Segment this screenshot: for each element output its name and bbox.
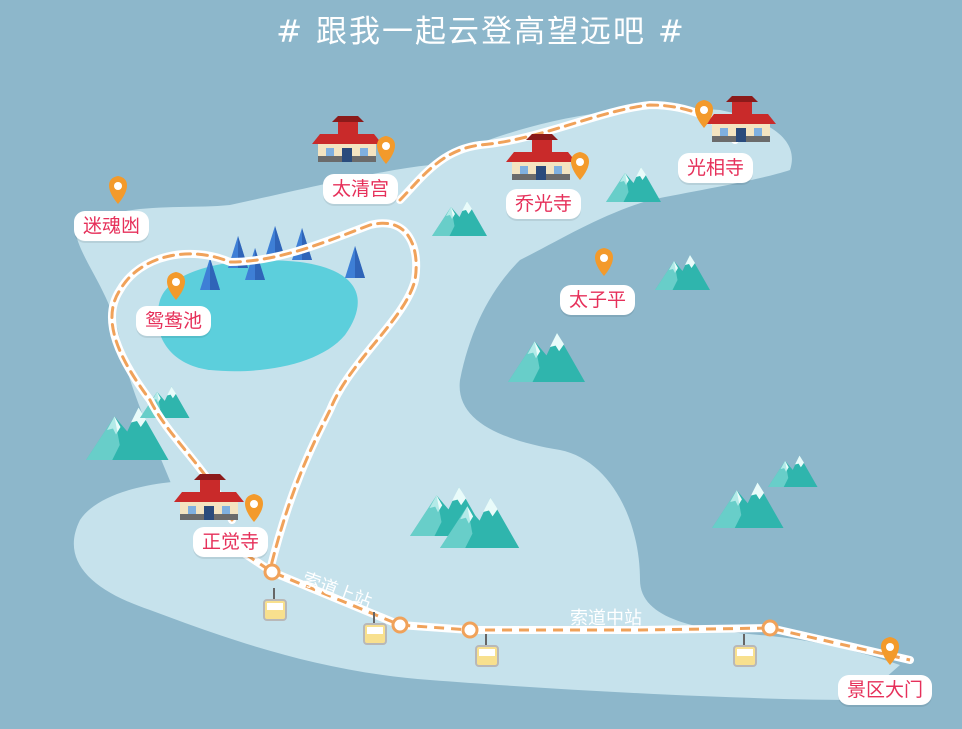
place-label-yuanyang[interactable]: 鸳鸯池 <box>136 306 212 336</box>
temple-icon <box>312 116 382 162</box>
mountain-icon <box>655 255 710 290</box>
place-label-jingqu[interactable]: 景区大门 <box>838 675 933 705</box>
page-title: # 跟我一起云登高望远吧 # <box>276 14 686 50</box>
place-label-taiqing[interactable]: 太清宫 <box>323 174 399 204</box>
mountain-icon <box>712 482 784 528</box>
location-pin-icon[interactable] <box>109 176 127 204</box>
place-label-taiziping[interactable]: 太子平 <box>560 285 636 315</box>
mountain-icon <box>508 333 585 382</box>
cableway-stop <box>391 616 409 634</box>
hiking-route-dash <box>110 103 737 572</box>
cableway-stop <box>761 619 779 637</box>
mountain-icon <box>768 455 818 487</box>
place-label-zhengjue[interactable]: 正觉寺 <box>193 527 269 557</box>
cableway-stop <box>263 563 281 581</box>
land-main <box>73 108 900 701</box>
cableway-stop <box>461 621 479 639</box>
cableway-middle-station-label: 索道中站 <box>570 608 642 629</box>
location-pin-icon[interactable] <box>377 136 395 164</box>
temple-icon <box>706 96 776 142</box>
place-label-qiaoguang[interactable]: 乔光寺 <box>506 189 582 219</box>
location-pin-icon[interactable] <box>595 248 613 276</box>
place-label-guangxiang[interactable]: 光相寺 <box>678 153 754 183</box>
place-label-mihun[interactable]: 迷魂凼 <box>74 211 150 241</box>
